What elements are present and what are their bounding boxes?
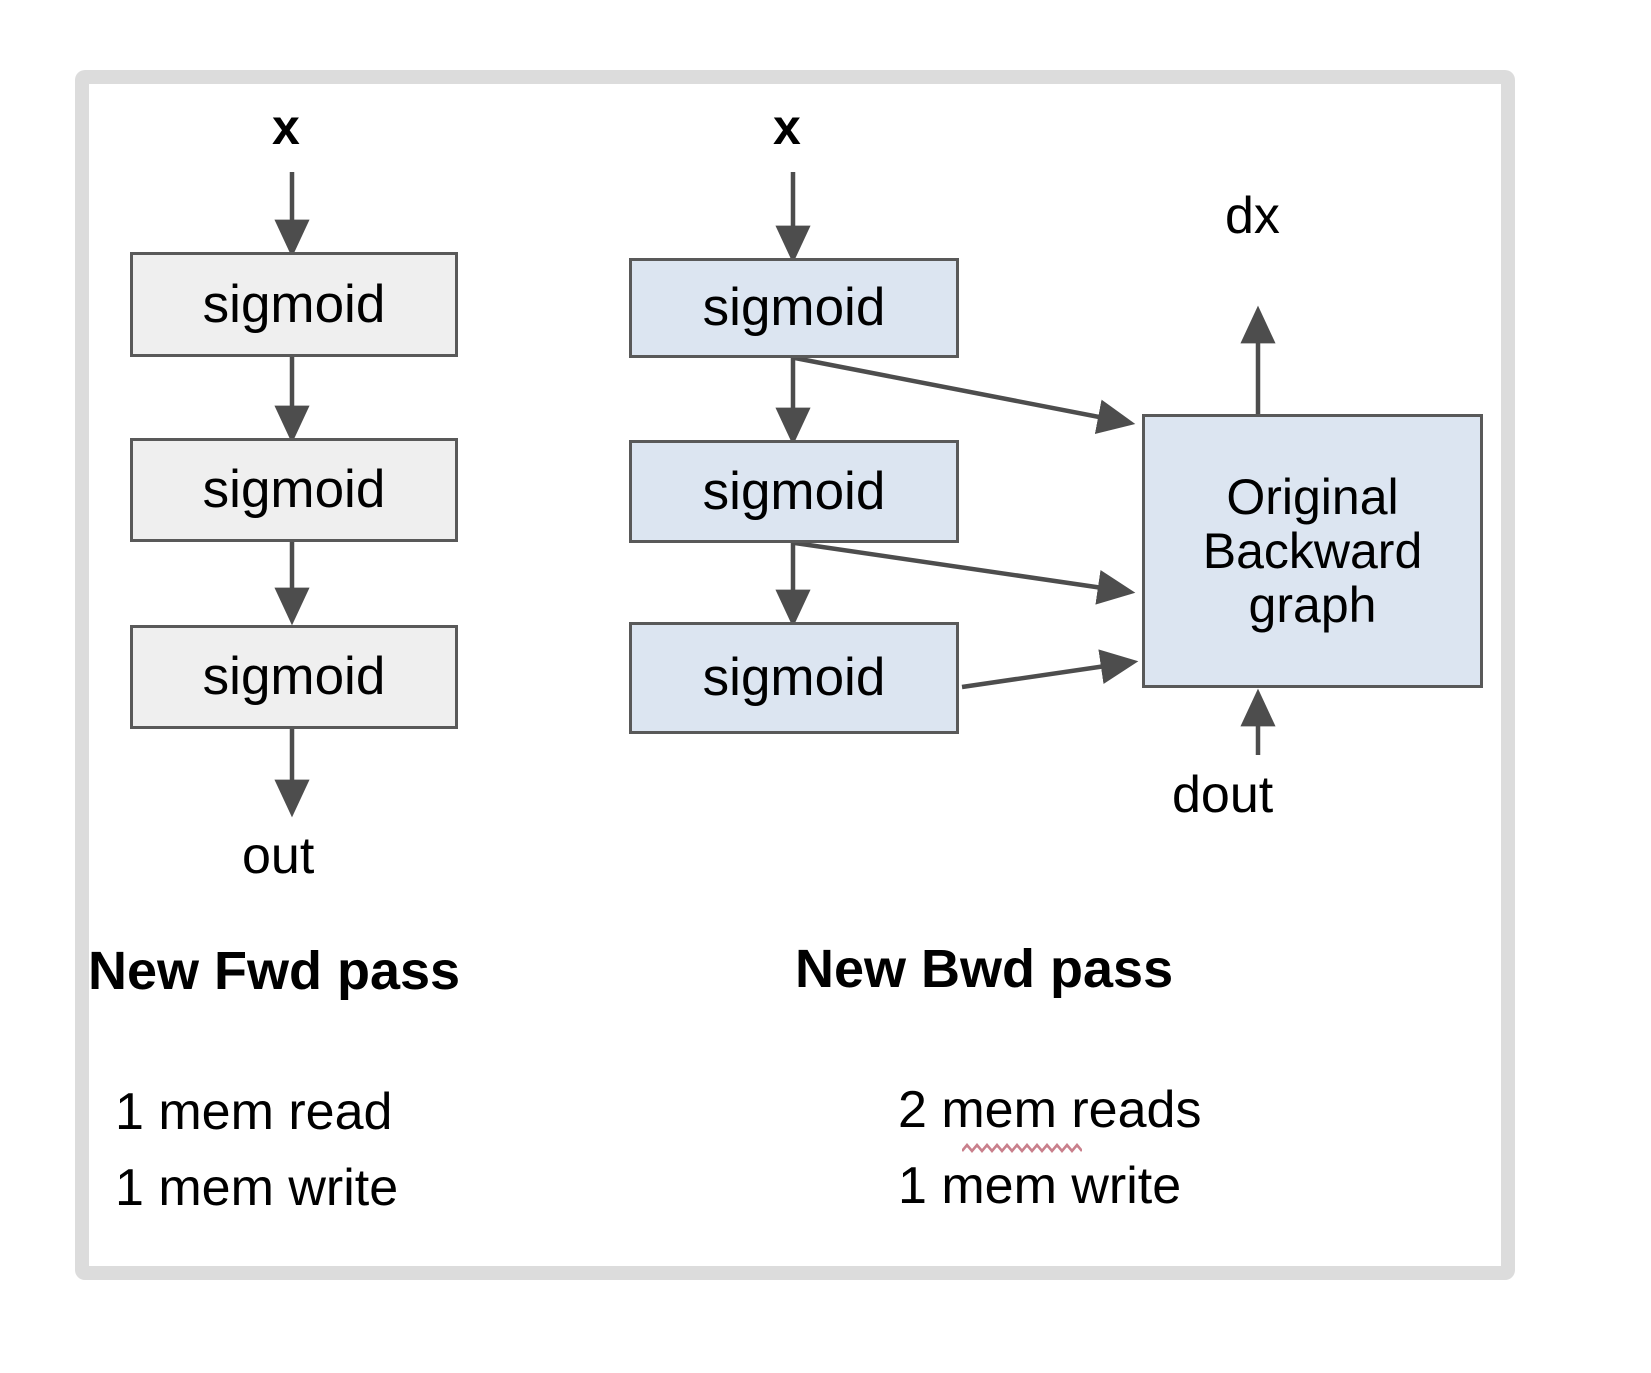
backward-graph-line-1: Original	[1226, 469, 1399, 525]
right-output-label: dx	[1225, 187, 1280, 245]
right-grad-input-label: dout	[1172, 766, 1274, 824]
right-sigmoid-node-2-label: sigmoid	[702, 461, 886, 521]
right-note-2: 1 mem write	[898, 1157, 1182, 1215]
right-note-1: 2 mem reads	[898, 1081, 1202, 1139]
right-sigmoid-node-3-label: sigmoid	[702, 648, 886, 708]
left-sigmoid-node-2: sigmoid	[130, 438, 458, 542]
right-sigmoid-node-2: sigmoid	[629, 440, 959, 543]
left-input-label: x	[272, 99, 300, 155]
left-sigmoid-node-3-label: sigmoid	[202, 647, 386, 707]
left-sigmoid-node-1: sigmoid	[130, 252, 458, 357]
right-sigmoid-node-3: sigmoid	[629, 622, 959, 734]
right-caption: New Bwd pass	[795, 939, 1174, 999]
backward-graph-node: Original Backward graph	[1142, 414, 1483, 688]
left-sigmoid-node-1-label: sigmoid	[202, 274, 386, 334]
left-output-label: out	[242, 827, 315, 885]
left-caption: New Fwd pass	[88, 941, 461, 1001]
right-sigmoid-node-1-label: sigmoid	[702, 278, 886, 338]
left-note-2: 1 mem write	[115, 1159, 399, 1217]
left-sigmoid-node-3: sigmoid	[130, 625, 458, 729]
right-input-label: x	[773, 99, 801, 155]
left-sigmoid-node-2-label: sigmoid	[202, 460, 386, 520]
backward-graph-line-2: Backward	[1202, 523, 1423, 579]
left-note-1: 1 mem read	[115, 1083, 393, 1141]
right-sigmoid-node-1: sigmoid	[629, 258, 959, 358]
backward-graph-line-3: graph	[1248, 577, 1377, 633]
